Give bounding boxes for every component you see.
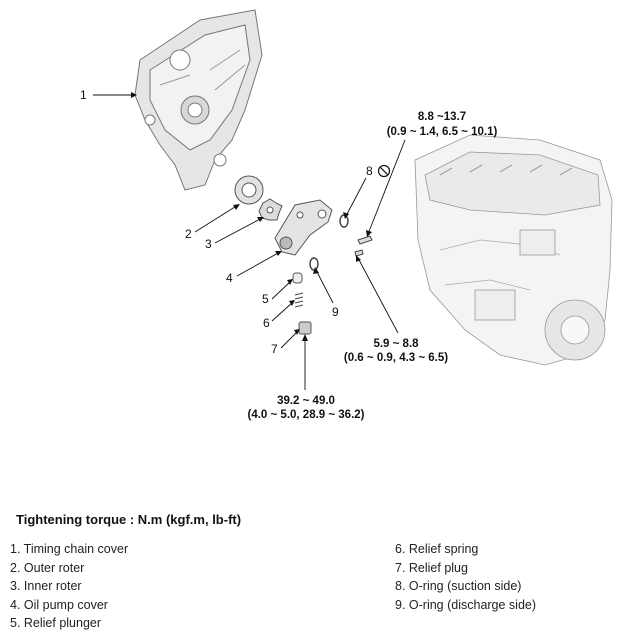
callout-number-4: 4	[226, 271, 233, 285]
legend-title: Tightening torque : N.m (kgf.m, lb-ft)	[16, 512, 242, 527]
exploded-oil-pump-diagram: 1 2 3 4 5 6 7 8 9 8.8 ~13.7 (0.9 ~ 1.4, …	[80, 9, 613, 421]
legend-item: 9. O-ring (discharge side)	[395, 597, 537, 612]
arrow-head-torque-upper	[366, 230, 372, 237]
leader-line-2	[194, 204, 239, 233]
callout-number-2: 2	[185, 227, 192, 241]
arrow-head-3	[257, 217, 264, 222]
arrow-head-7	[294, 329, 300, 335]
o-ring-discharge-illustration	[309, 257, 319, 271]
o-ring-suction-illustration	[339, 214, 349, 228]
arrow-head-8	[343, 212, 349, 219]
arrow-head-2	[233, 204, 240, 210]
legend-list-right: 6. Relief spring 7. Relief plug 8. O-rin…	[395, 540, 536, 614]
callout-number-1: 1	[80, 88, 87, 102]
legend-item: 8. O-ring (suction side)	[395, 579, 522, 593]
no-reuse-circle-icon	[377, 164, 391, 178]
arrow-head-5	[287, 279, 293, 285]
leader-line-7	[280, 330, 299, 349]
relief-plug-illustration	[298, 321, 312, 335]
torque-lower-value: 5.9 ~ 8.8	[373, 338, 419, 350]
legend-list-left: 1. Timing chain cover 2. Outer roter 3. …	[10, 540, 128, 633]
torque-upper-value: 8.8 ~13.7	[418, 111, 466, 123]
callout-number-6: 6	[263, 316, 270, 330]
callout-number-9: 9	[332, 305, 339, 319]
bolt-illustration	[354, 235, 373, 257]
legend-item: 5. Relief plunger	[10, 616, 102, 630]
engine-block-illustration	[414, 134, 613, 366]
torque-plug-value: 39.2 ~ 49.0	[277, 395, 335, 407]
callout-number-3: 3	[205, 237, 212, 251]
arrow-head-1	[131, 92, 137, 98]
callout-number-8: 8	[366, 164, 373, 178]
leader-line-6	[271, 301, 294, 322]
torque-upper-alt-units: (0.9 ~ 1.4, 6.5 ~ 10.1)	[387, 126, 498, 138]
oil-pump-cover-illustration	[274, 199, 333, 256]
relief-plunger-illustration	[292, 272, 303, 284]
leader-line-3	[214, 217, 263, 244]
leader-line-torque-upper	[367, 139, 406, 235]
leader-line-5	[271, 280, 292, 300]
callout-number-7: 7	[271, 342, 278, 356]
leader-line-4	[236, 251, 281, 277]
leader-line-8	[345, 177, 367, 217]
legend-item: 2. Outer roter	[10, 560, 85, 575]
arrow-head-9	[313, 267, 319, 274]
leader-line-torque-lower	[357, 257, 399, 334]
legend-item: 1. Timing chain cover	[10, 542, 129, 556]
legend-item: 4. Oil pump cover	[10, 597, 108, 612]
timing-chain-cover-illustration	[134, 9, 263, 191]
arrow-head-torque-lower	[356, 255, 361, 262]
leader-line-9	[315, 269, 334, 304]
inner-rotor-illustration	[258, 198, 283, 221]
torque-lower-alt-units: (0.6 ~ 0.9, 4.3 ~ 6.5)	[344, 352, 448, 364]
outer-rotor-illustration	[234, 175, 264, 205]
arrow-head-6	[289, 300, 295, 306]
arrow-head-torque-plug	[302, 334, 308, 341]
relief-spring-illustration	[294, 292, 304, 308]
callout-number-5: 5	[262, 292, 269, 306]
torque-plug-alt-units: (4.0 ~ 5.0, 28.9 ~ 36.2)	[248, 409, 365, 421]
legend-item: 6. Relief spring	[395, 542, 479, 556]
legend-item: 3. Inner roter	[10, 579, 82, 593]
legend-item: 7. Relief plug	[395, 560, 468, 575]
arrow-head-4	[275, 251, 282, 256]
